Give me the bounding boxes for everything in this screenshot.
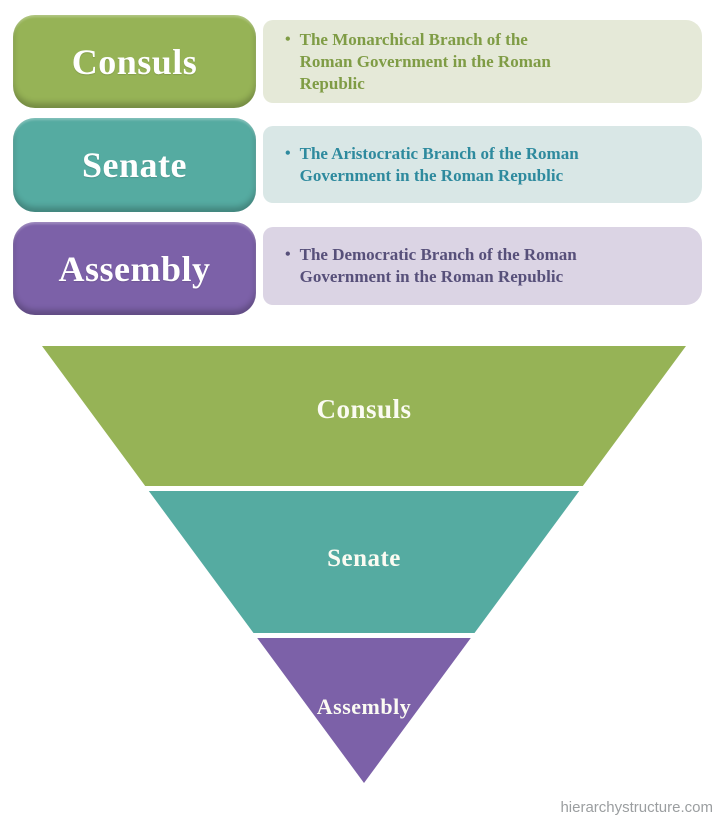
description-line: Government in the Roman Republic [299, 165, 564, 185]
funnel-segment-consuls [42, 346, 686, 486]
description-line: Government in the Roman Republic [299, 267, 564, 286]
description-card-senate: • The Aristocratic Branch of the Roman G… [263, 126, 702, 203]
description-card-assembly: • The Democratic Branch of the Roman Gov… [263, 227, 702, 305]
description-content: • The Aristocratic Branch of the Roman G… [285, 143, 579, 187]
level-box-assembly: Assembly [13, 222, 256, 315]
description-line: Republic [299, 73, 365, 93]
description-content: • The Democratic Branch of the Roman Gov… [285, 244, 577, 288]
funnel-label-senate: Senate [327, 545, 401, 572]
description-text: The Aristocratic Branch of the Roman Gov… [300, 143, 579, 187]
description-text: The Democratic Branch of the Roman Gover… [300, 244, 577, 288]
description-card-consuls: • The Monarchical Branch of the Roman Go… [263, 20, 702, 103]
watermark-text: hierarchystructure.com [560, 799, 713, 816]
level-label-assembly: Assembly [58, 248, 211, 289]
funnel-label-assembly: Assembly [317, 694, 411, 719]
description-line: Roman Government in the Roman [299, 51, 551, 71]
description-line: The Aristocratic Branch of the Roman [299, 143, 579, 163]
description-content: • The Monarchical Branch of the Roman Go… [285, 29, 551, 95]
description-line: The Monarchical Branch of the [299, 29, 528, 49]
level-box-senate: Senate [13, 118, 256, 212]
level-label-senate: Senate [82, 145, 187, 185]
funnel-label-consuls: Consuls [316, 394, 411, 424]
bullet-icon: • [285, 30, 291, 48]
bullet-icon: • [285, 144, 291, 162]
funnel-segment-senate [148, 491, 580, 633]
level-box-consuls: Consuls [13, 15, 256, 108]
bullet-icon: • [285, 246, 291, 263]
funnel-segment-assembly [257, 638, 471, 783]
description-text: The Monarchical Branch of the Roman Gove… [300, 29, 551, 95]
description-line: The Democratic Branch of the Roman [299, 245, 577, 264]
funnel-chart: Consuls Senate Assembly [42, 346, 686, 783]
level-label-consuls: Consuls [71, 41, 198, 82]
